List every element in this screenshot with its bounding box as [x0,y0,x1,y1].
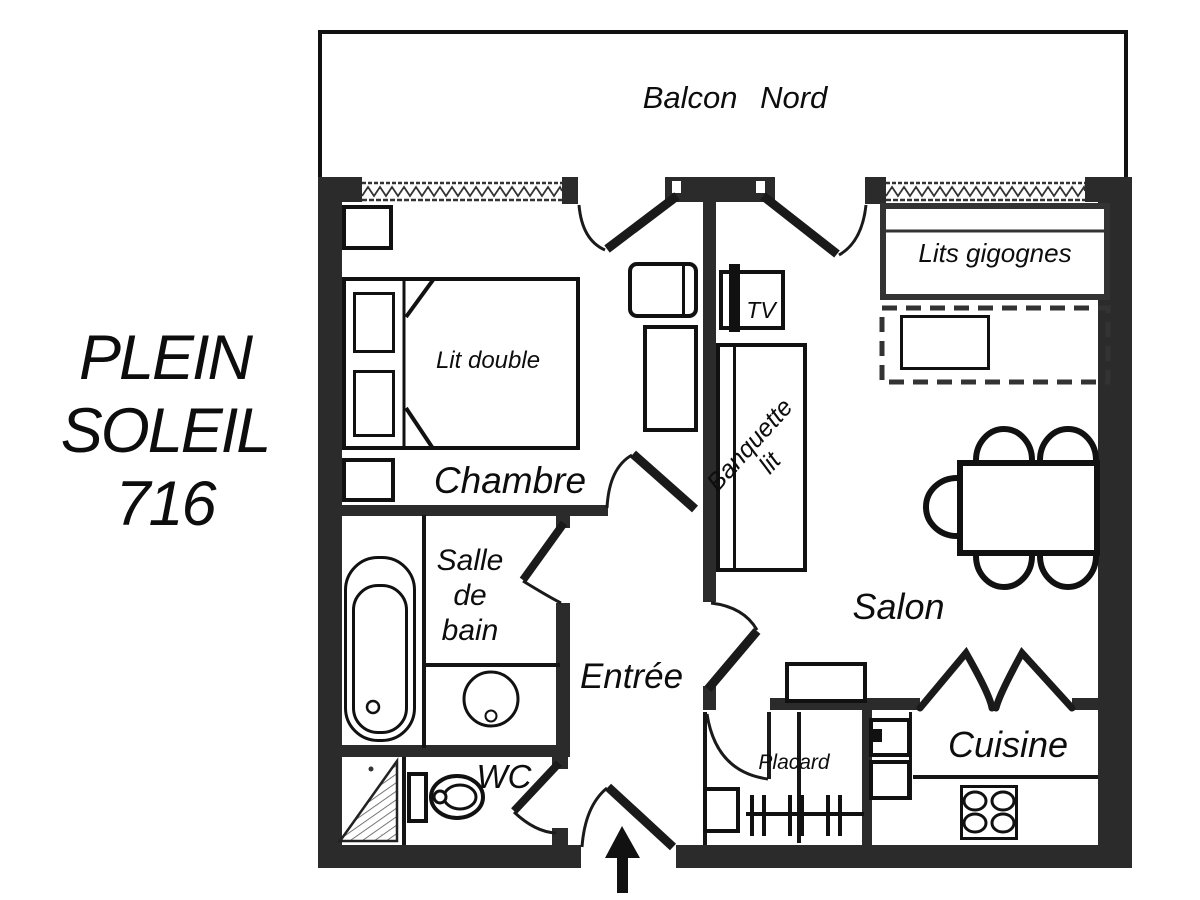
trundle-bed-solid [900,315,990,370]
toilet-tank [407,772,428,823]
vanity-counter-line [422,663,560,667]
wall-bath-east [556,603,570,757]
chambre-label: Chambre [433,460,587,501]
balcony-door-threshold [665,177,775,202]
wall-bottom-left [318,845,581,868]
window-chambre [361,181,563,202]
pillow [353,292,395,353]
chambre-door [605,450,698,513]
salon-label: Salon [852,586,945,627]
salon-door [704,601,761,692]
nightstand-bottom [342,458,395,502]
nightstand-top [342,205,393,250]
sink-icon [462,670,520,728]
wall-wc-door-nub-top [552,757,568,769]
balcony-right-edge [1124,30,1128,178]
pillow [353,370,395,437]
vent-grate [869,760,911,800]
lits-gigognes-bed [880,203,1110,300]
title-line2: SOLEIL [60,396,272,466]
salle-line2: de [453,579,487,612]
dining-table [957,460,1100,556]
fridge-handle [869,729,882,742]
bathtub-inner [352,584,408,734]
balcony-left-edge [318,30,322,178]
stove [960,785,1018,840]
kitchen-counter-line [913,775,1098,779]
placard-partition-line [797,712,801,843]
wall-left [318,177,342,868]
window-end-cap [865,177,886,204]
entry-arrow-icon [605,826,640,893]
salon-cabinet [785,662,867,703]
salle-de-bain-label: Salle de bain [410,543,530,649]
title-line3: 716 [115,469,216,539]
balcony-top-edge [318,30,1128,34]
placard-label: Placard [758,751,830,774]
entree-label: Entrée [579,657,684,696]
bath-partition-line [422,515,426,748]
lit-double-label: Lit double [435,347,541,374]
hanger-rail-icon [746,795,864,836]
balcony-door [577,192,868,258]
tv-screen-bar [729,264,740,332]
kitchen-folding-door [916,646,1076,712]
lits-gigognes-label: Lits gigognes [918,238,1072,268]
window-salon [885,181,1086,202]
cuisine-label: Cuisine [947,724,1069,765]
wc-partition-line [402,757,406,845]
apartment-title: PLEIN SOLEIL 716 [40,322,290,542]
banquette-back-line [733,347,736,568]
wall-bath-wc-separator [342,745,570,757]
banquette-bed [716,343,807,572]
salle-line1: Salle [436,544,504,577]
salle-line3: bain [441,614,499,647]
placard-left-line [703,712,707,845]
wall-bath-door-nub [556,513,570,528]
wc-label: WC [476,758,532,795]
door-hinge-mark [672,181,681,193]
side-furniture [643,325,698,432]
wall-chambre-south [342,505,608,516]
title-line1: PLEIN [78,323,253,393]
wall-salon-door-nub [703,686,716,710]
wall-central [703,200,716,602]
window-end-cap [562,177,578,204]
balcony-label: Balcon Nord [642,80,828,115]
tv-label: TV [746,297,776,323]
wall-bottom-right [676,845,1132,868]
armchair [628,262,698,318]
shaft-triangle [337,757,399,843]
door-hinge-mark [756,181,765,193]
wall-kitchen-west [862,706,872,845]
wall-kitchen-top-right [1072,698,1098,710]
wall-wc-door-nub-bottom [552,828,568,845]
entrance-door [580,783,677,851]
armchair-divider [682,266,685,314]
placard-shelf [703,787,740,833]
